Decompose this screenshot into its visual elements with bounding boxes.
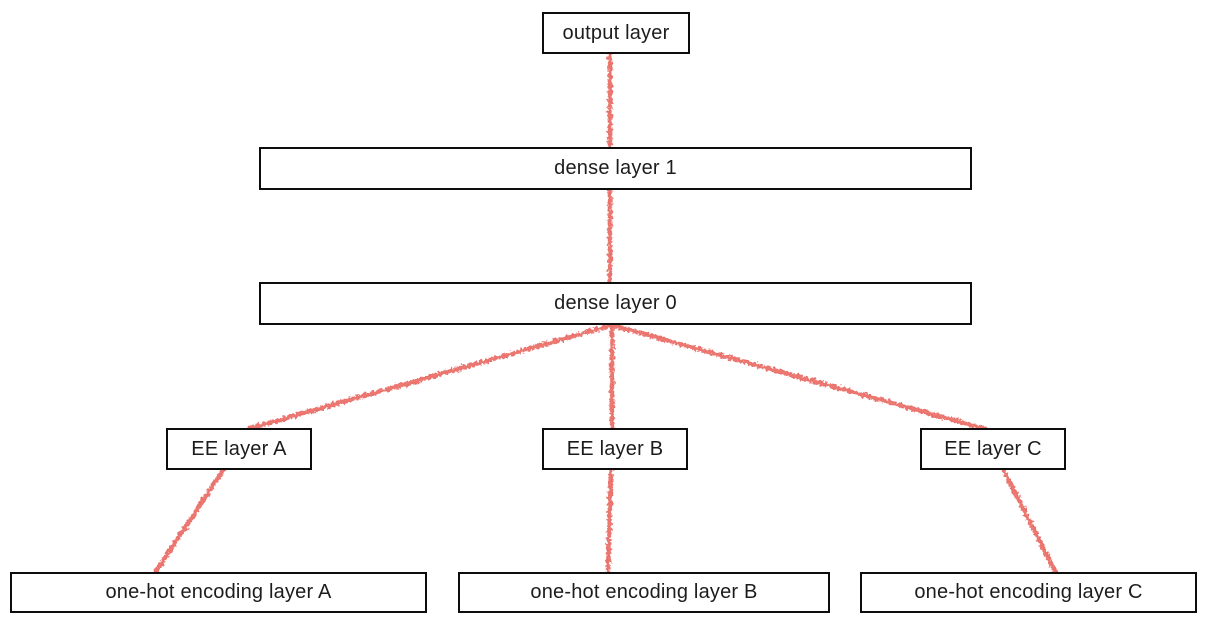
edge-ee-b-onehot-b [605, 466, 614, 576]
edge-ee-a-onehot-a-texture [155, 470, 224, 572]
edge-dense0-ee-a [245, 322, 615, 432]
node-dense-layer-1: dense layer 1 [259, 147, 972, 190]
edge-dense0-ee-c-texture [613, 325, 984, 429]
node-dense-layer-0: dense layer 0 [259, 282, 972, 325]
edge-ee-c-onehot-c [1000, 466, 1059, 576]
edge-output-dense1-texture [608, 56, 612, 148]
edge-dense1-dense0-texture [608, 190, 612, 283]
node-one-hot-encoding-layer-c: one-hot encoding layer C [860, 572, 1197, 613]
node-one-hot-encoding-layer-b: one-hot encoding layer B [458, 572, 830, 613]
node-ee-layer-c: EE layer C [920, 428, 1066, 470]
node-ee-layer-b: EE layer B [542, 428, 688, 470]
node-ee-layer-a: EE layer A [166, 428, 312, 470]
edge-dense0-ee-b-texture [610, 326, 614, 428]
node-one-hot-encoding-layer-a: one-hot encoding layer A [10, 572, 427, 613]
edge-dense0-ee-a-texture [249, 325, 611, 429]
edge-ee-a-onehot-a [152, 466, 227, 576]
edge-ee-c-onehot-c-texture [1003, 470, 1055, 572]
edge-ee-b-onehot-b-texture [608, 470, 611, 572]
edge-dense0-ee-c [609, 322, 988, 432]
node-output-layer: output layer [542, 12, 690, 54]
